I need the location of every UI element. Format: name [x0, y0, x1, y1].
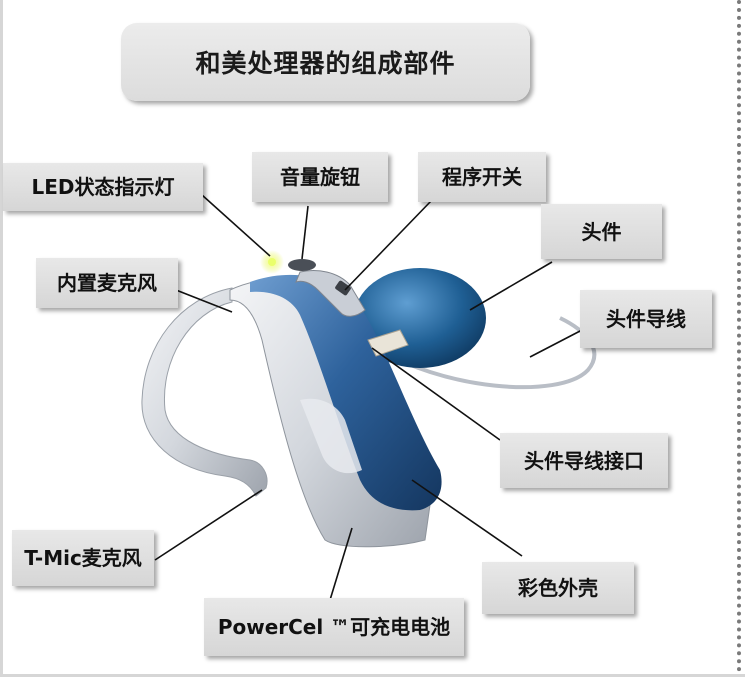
control-strip: [295, 270, 366, 317]
cable-connector: [367, 329, 409, 357]
label-battery: PowerCel ™可充电电池: [204, 598, 464, 656]
frame-left-border: [0, 0, 3, 677]
leader-lines: [154, 194, 583, 601]
label-volume-knob: 音量旋钮: [252, 152, 388, 202]
label-t-mic: T-Mic麦克风: [12, 530, 154, 586]
label-colored-shell: 彩色外壳: [482, 562, 634, 614]
label-internal-mic: 内置麦克风: [36, 258, 178, 308]
frame-bottom-border: [0, 674, 745, 677]
diagram-title: 和美处理器的组成部件: [121, 23, 530, 101]
frame-right-dotted-border: [737, 0, 741, 672]
colored-shell: [250, 274, 442, 511]
label-program-switch: 程序开关: [418, 152, 546, 202]
label-headpiece-cable: 头件导线: [580, 290, 712, 348]
ear-hook: [141, 287, 268, 497]
program-button: [335, 280, 351, 296]
label-cable-port: 头件导线接口: [500, 433, 668, 488]
battery-panel: [300, 398, 362, 474]
label-led-indicator: LED状态指示灯: [3, 163, 203, 211]
label-headpiece: 头件: [541, 204, 662, 259]
volume-knob: [288, 259, 316, 271]
